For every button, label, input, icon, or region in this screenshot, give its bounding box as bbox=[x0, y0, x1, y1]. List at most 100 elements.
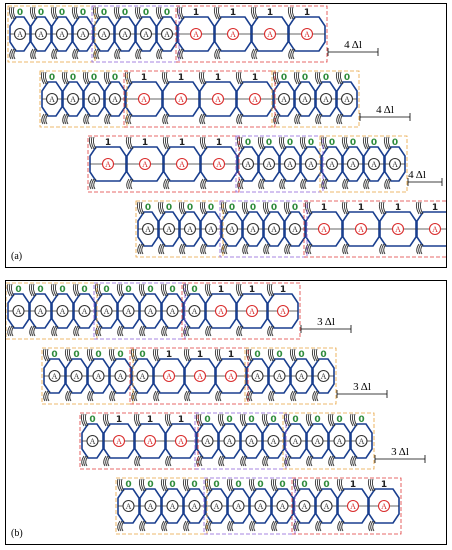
bristle-bottom bbox=[248, 390, 252, 402]
segment-group-box bbox=[135, 200, 224, 258]
bristle-top bbox=[287, 201, 292, 215]
ganglion-glyph: A bbox=[178, 437, 184, 446]
ganglion-icon bbox=[122, 499, 135, 513]
ganglion-glyph: A bbox=[321, 372, 327, 381]
bristle-bottom bbox=[290, 48, 294, 60]
body-segment: A0 bbox=[248, 478, 272, 532]
ganglion-glyph: A bbox=[371, 160, 377, 169]
bristle-bottom bbox=[156, 48, 160, 60]
bristle-top bbox=[184, 478, 189, 492]
body-segment: A1 bbox=[88, 136, 127, 190]
bristle-top bbox=[318, 478, 323, 492]
body-segment: A1 bbox=[183, 348, 216, 402]
bristle-top bbox=[86, 71, 91, 85]
bristle-bottom bbox=[202, 243, 206, 255]
bristle-top bbox=[274, 71, 279, 85]
segment-group-box bbox=[39, 70, 128, 128]
bit-label: 0 bbox=[122, 8, 128, 18]
bristle-bottom bbox=[136, 455, 140, 467]
bristle-top bbox=[289, 348, 294, 362]
bristle-bottom bbox=[200, 243, 204, 255]
ganglion-glyph: A bbox=[170, 502, 176, 511]
ganglion-icon bbox=[86, 434, 99, 448]
bristle-bottom bbox=[135, 48, 139, 60]
ganglion-glyph: A bbox=[126, 502, 132, 511]
body-segment: A0 bbox=[195, 413, 219, 467]
bristle-bottom bbox=[295, 520, 299, 532]
bit-label: 1 bbox=[321, 203, 327, 213]
bit-label: 0 bbox=[81, 285, 87, 295]
bristle-bottom bbox=[249, 520, 253, 532]
bristle-bottom bbox=[45, 390, 49, 402]
bit-label: 0 bbox=[101, 8, 107, 18]
bristle-top bbox=[90, 136, 95, 150]
bristle-bottom bbox=[306, 455, 310, 467]
bristle-bottom bbox=[384, 178, 388, 190]
bristle-bottom bbox=[281, 178, 285, 190]
bristle-top bbox=[127, 136, 132, 150]
bristle-top bbox=[341, 201, 346, 215]
bristle-bottom bbox=[229, 520, 233, 532]
bristle-top bbox=[80, 413, 85, 427]
ganglion-icon bbox=[114, 369, 127, 383]
bristle-bottom bbox=[204, 243, 208, 255]
bit-label: 0 bbox=[139, 350, 145, 360]
bristle-top bbox=[129, 136, 134, 150]
ganglion-icon bbox=[211, 92, 225, 106]
body-segment: A1 bbox=[162, 136, 201, 190]
bristle-bottom bbox=[264, 455, 268, 467]
bristle-top bbox=[270, 478, 275, 492]
bristle-bottom bbox=[34, 48, 38, 60]
bristle-top bbox=[185, 348, 190, 362]
bit-label: 1 bbox=[197, 350, 203, 360]
segment-group-box bbox=[6, 282, 98, 340]
ganglion-glyph: A bbox=[166, 372, 172, 381]
bristle-top bbox=[311, 348, 316, 362]
bristle-bottom bbox=[143, 325, 147, 337]
bristle-top bbox=[186, 478, 191, 492]
bristle-top bbox=[88, 348, 93, 362]
body-segment: A0 bbox=[72, 283, 96, 337]
bristle-top bbox=[315, 348, 320, 362]
bit-label: 0 bbox=[73, 350, 79, 360]
bristle-bottom bbox=[310, 455, 314, 467]
bristle-top bbox=[367, 478, 372, 492]
bristle-bottom bbox=[288, 48, 292, 60]
bit-label: 0 bbox=[329, 138, 335, 148]
bristle-bottom bbox=[321, 178, 325, 190]
bristle-bottom bbox=[64, 113, 68, 125]
body-segment: A0 bbox=[130, 348, 154, 402]
body-segment: A0 bbox=[138, 283, 162, 337]
bristle-top bbox=[140, 478, 145, 492]
segment-group-box bbox=[87, 135, 240, 193]
bristle-top bbox=[283, 201, 288, 215]
bristle-bottom bbox=[292, 390, 296, 402]
segment-group-box bbox=[123, 70, 276, 128]
bristle-top bbox=[134, 348, 139, 362]
ganglion-glyph: A bbox=[49, 95, 55, 104]
bristle-bottom bbox=[51, 48, 55, 60]
bit-label: 1 bbox=[215, 73, 221, 83]
bristle-bottom bbox=[225, 243, 229, 255]
body-segment: A1 bbox=[415, 201, 446, 255]
bristle-top bbox=[362, 136, 367, 150]
body-segment: A1 bbox=[336, 478, 369, 532]
ganglion-icon bbox=[289, 434, 302, 448]
body-segment: A0 bbox=[94, 283, 118, 337]
bristle-bottom bbox=[41, 113, 45, 125]
bit-label: 0 bbox=[392, 138, 398, 148]
ganglion-icon bbox=[55, 27, 69, 41]
panel-label: (a) bbox=[11, 251, 22, 262]
bristle-bottom bbox=[266, 455, 270, 467]
bristle-top bbox=[303, 136, 308, 150]
ganglion-icon bbox=[223, 434, 236, 448]
bristle-top bbox=[159, 6, 164, 20]
body-segment: A0 bbox=[6, 283, 30, 337]
bit-label: 0 bbox=[245, 138, 251, 148]
bristle-top bbox=[68, 348, 73, 362]
bristle-bottom bbox=[165, 520, 169, 532]
ganglion-glyph: A bbox=[59, 30, 65, 39]
bristle-bottom bbox=[105, 455, 109, 467]
